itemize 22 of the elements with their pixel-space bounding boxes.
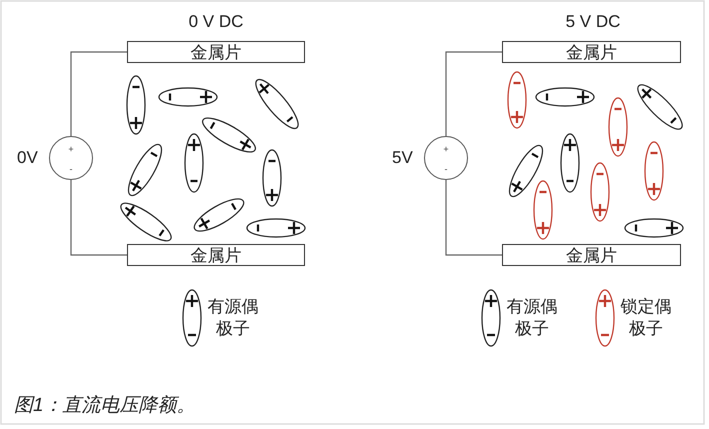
legend-text: 有源偶极子 — [506, 296, 559, 340]
wire — [445, 51, 502, 136]
metal-plate: 金属片 — [127, 244, 305, 266]
voltage-source-circle — [49, 136, 93, 180]
minus-terminal-label: - — [68, 164, 74, 174]
panel-heading: 0 V DC — [188, 12, 244, 32]
voltage-label: 5V — [392, 148, 413, 168]
voltage-label: 0V — [17, 148, 38, 168]
wire — [445, 180, 502, 256]
plus-terminal-label: + — [67, 144, 75, 154]
metal-plate: 金属片 — [502, 244, 681, 266]
legend-text: 有源偶极子 — [206, 296, 260, 340]
metal-plate: 金属片 — [502, 41, 681, 63]
figure-caption: 图1：直流电压降额。 — [14, 394, 196, 418]
wire — [70, 51, 127, 136]
panel-heading: 5 V DC — [566, 12, 620, 32]
legend-text: 锁定偶极子 — [620, 296, 673, 340]
metal-plate: 金属片 — [127, 41, 305, 63]
minus-terminal-label: - — [444, 164, 448, 174]
voltage-source-circle — [424, 136, 468, 180]
plus-terminal-label: + — [442, 144, 450, 154]
wire — [70, 180, 127, 256]
